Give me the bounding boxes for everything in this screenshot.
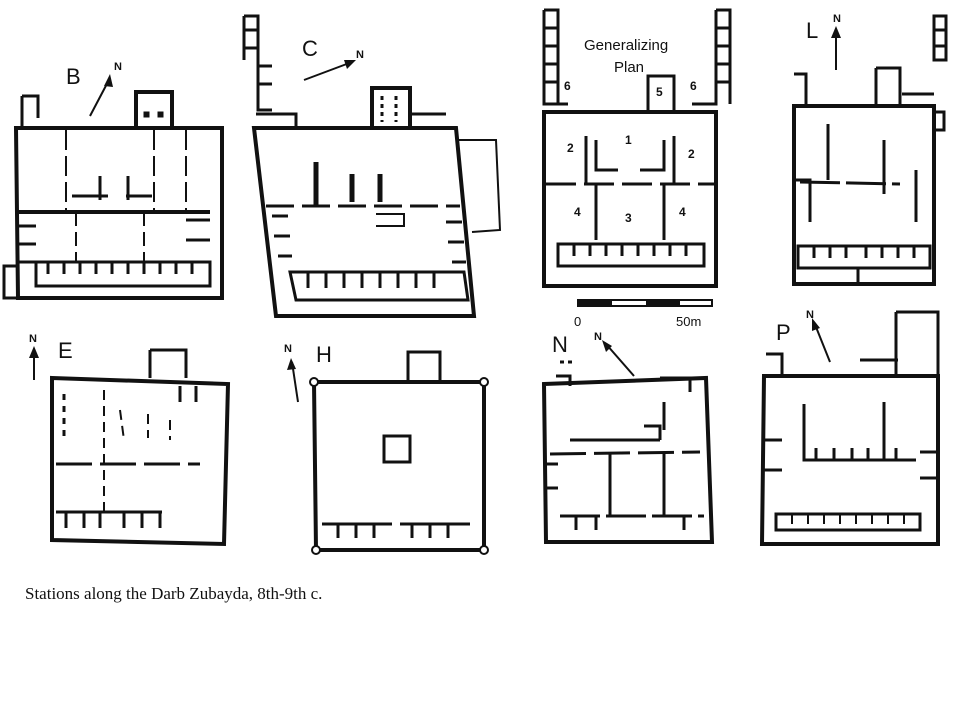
- gen-room-6-west: 6: [564, 79, 571, 93]
- plan-b-walls: [2, 90, 224, 300]
- plan-c-walls: [242, 14, 502, 318]
- plan-p-north-label: N: [806, 309, 814, 321]
- generalizing-plan-title-line2: Plan: [614, 59, 644, 76]
- plan-p-label: P: [776, 320, 791, 345]
- plan-l-north-label: N: [833, 13, 841, 25]
- plan-b-north-label: N: [114, 61, 122, 73]
- plan-l: L N: [792, 13, 948, 286]
- plan-b-north-arrow: N: [89, 61, 122, 117]
- gen-room-4-west: 4: [574, 205, 581, 219]
- plan-n-walls: [541, 360, 715, 544]
- plan-e-north-label: N: [29, 333, 37, 345]
- plan-p-walls: [759, 310, 940, 546]
- gen-room-4-east: 4: [679, 205, 686, 219]
- gen-room-2-east: 2: [688, 147, 695, 161]
- plan-c-north-label: N: [356, 49, 364, 61]
- plan-c-label: C: [302, 36, 318, 61]
- generalizing-plan: Generalizing Plan 1 2 2 3 4 4 5 6 6: [542, 8, 732, 329]
- plan-h-walls: [309, 350, 489, 555]
- plan-b-label: B: [66, 64, 81, 89]
- plan-c-north-arrow: N: [303, 49, 364, 81]
- figure-caption: Stations along the Darb Zubayda, 8th-9th…: [25, 584, 323, 603]
- plan-e: E N: [29, 333, 231, 547]
- plan-n-north-label: N: [594, 331, 602, 343]
- gen-room-1: 1: [625, 133, 632, 147]
- plan-h: H N: [284, 342, 489, 555]
- plan-h-north-arrow: N: [284, 343, 299, 403]
- plan-p-north-arrow: N: [806, 309, 831, 363]
- plan-b: B N: [2, 61, 224, 300]
- gen-room-5: 5: [656, 85, 663, 99]
- plan-n: N N: [541, 331, 715, 544]
- plan-e-label: E: [58, 338, 73, 363]
- plan-c: C N: [242, 14, 502, 318]
- generalizing-plan-title-line1: Generalizing: [584, 37, 668, 54]
- plan-n-north-arrow: N: [594, 331, 635, 377]
- gen-room-6-east: 6: [690, 79, 697, 93]
- plan-n-label: N: [552, 332, 568, 357]
- gen-room-3: 3: [625, 211, 632, 225]
- scale-bar-end: 50m: [676, 314, 701, 329]
- plan-e-north-arrow: N: [29, 333, 39, 380]
- plan-l-walls: [792, 14, 948, 286]
- scale-bar-start: 0: [574, 314, 581, 329]
- plan-h-label: H: [316, 342, 332, 367]
- gen-room-2-west: 2: [567, 141, 574, 155]
- plan-l-north-arrow: N: [831, 13, 841, 70]
- plan-e-walls: [50, 348, 231, 547]
- plan-l-label: L: [806, 18, 818, 43]
- generalizing-plan-walls: [542, 8, 732, 288]
- plan-h-north-label: N: [284, 343, 292, 355]
- scale-bar: 0 50m: [574, 299, 713, 329]
- plan-p: P N: [759, 309, 940, 546]
